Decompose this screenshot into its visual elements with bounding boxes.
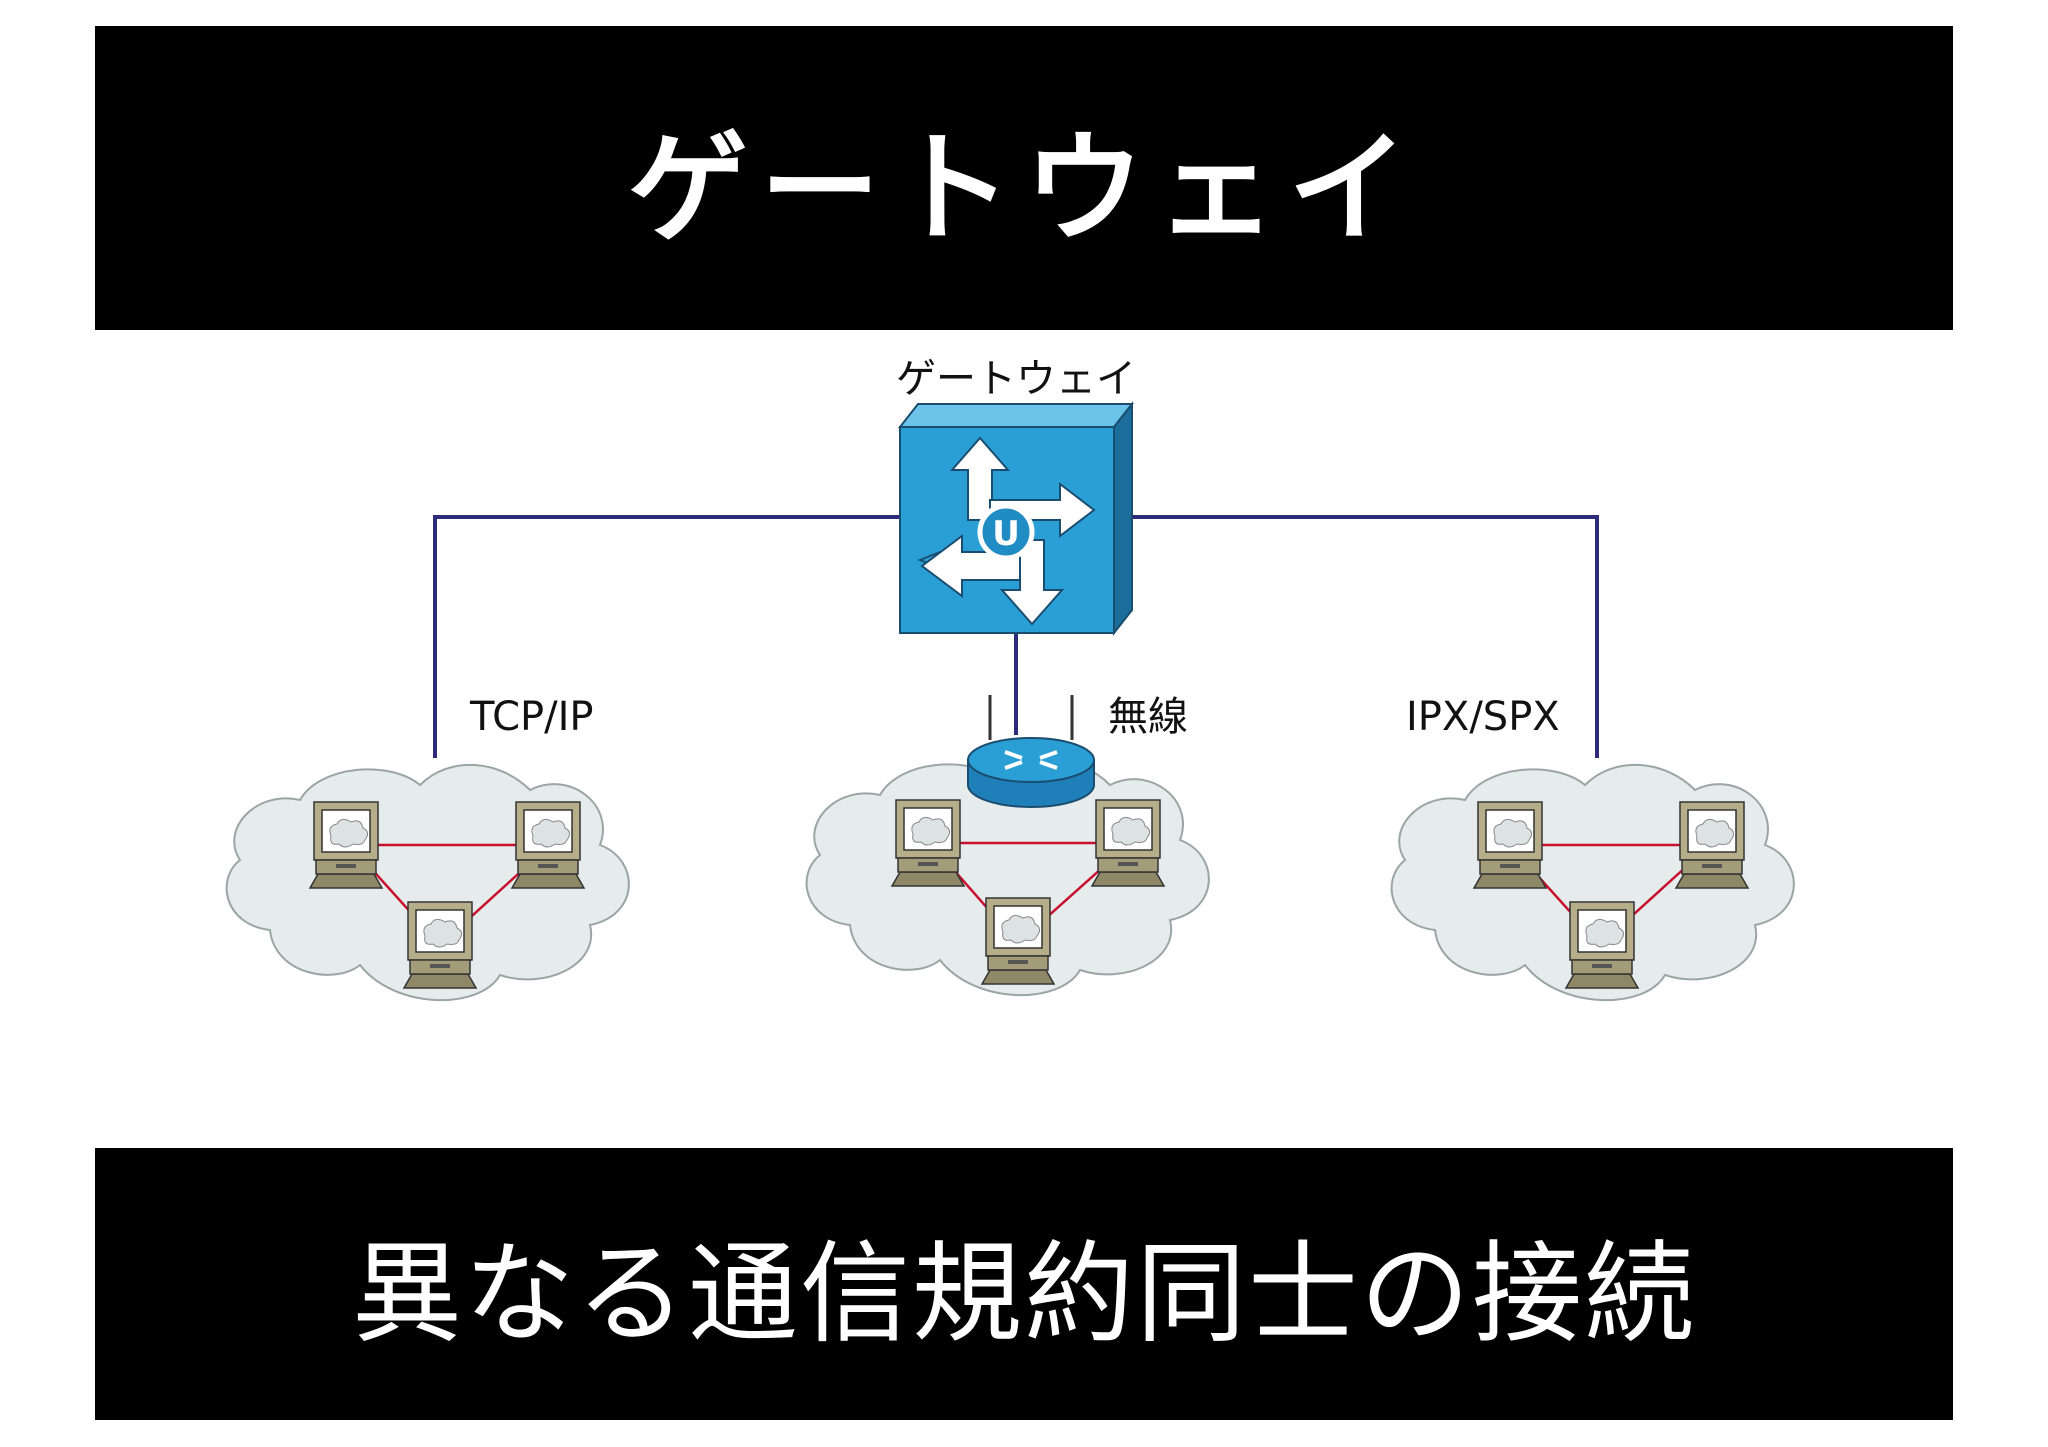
gateway-links xyxy=(433,515,1599,758)
slide-subtitle: 異なる通信規約同士の接続 xyxy=(352,1230,1696,1358)
pc-icon xyxy=(891,799,965,887)
network-label-tcpip: TCP/IP xyxy=(469,694,594,740)
pc-icon xyxy=(309,801,383,889)
pc-icon xyxy=(1091,799,1165,887)
lan-links xyxy=(349,841,1714,947)
pc-icon xyxy=(1473,801,1547,889)
pc-icon xyxy=(511,801,585,889)
pc-icon xyxy=(1565,901,1639,989)
pc-icon xyxy=(1675,801,1749,889)
gateway-label: ゲートウェイ xyxy=(896,356,1136,402)
gateway-badge: U xyxy=(992,514,1020,554)
wireless-router-icon xyxy=(967,695,1095,808)
network-label-wireless: 無線 xyxy=(1108,694,1188,740)
slide-title: ゲートウェイ xyxy=(628,120,1420,259)
gateway-router-icon: U xyxy=(897,401,1135,636)
pc-icon xyxy=(981,897,1055,985)
subtitle-banner: 異なる通信規約同士の接続 xyxy=(95,1148,1953,1420)
network-label-ipxspx: IPX/SPX xyxy=(1406,694,1560,740)
title-banner: ゲートウェイ xyxy=(95,26,1953,330)
pc-icon xyxy=(403,901,477,989)
